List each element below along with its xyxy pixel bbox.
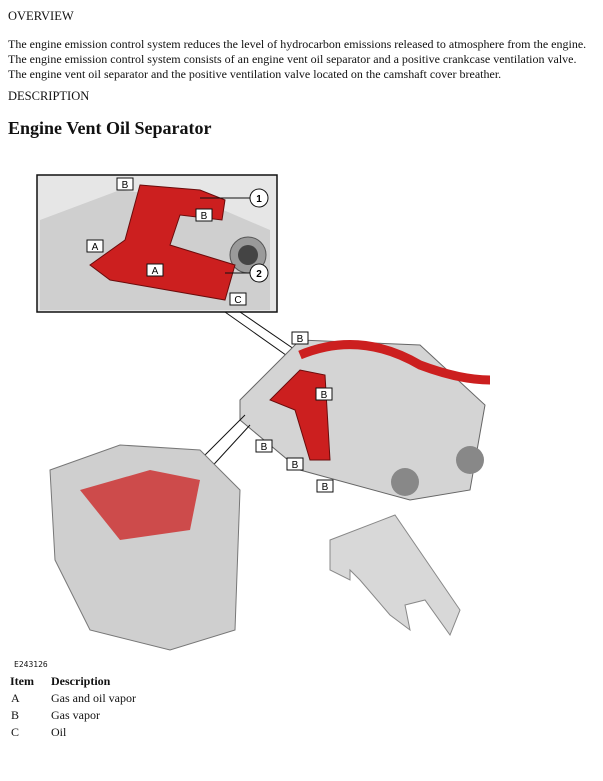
- main-label-b1: B: [291, 331, 309, 345]
- svg-text:1: 1: [256, 194, 262, 205]
- main-label-b5: B: [316, 479, 334, 493]
- legend-row: B Gas vapor: [11, 708, 100, 722]
- callout-1: 1: [249, 188, 269, 208]
- main-label-b3: B: [255, 439, 273, 453]
- callout-2: 2: [249, 263, 269, 283]
- camshaft-cover: [239, 339, 491, 501]
- description-heading: DESCRIPTION: [8, 89, 90, 103]
- main-label-b4: B: [286, 457, 304, 471]
- inset-label-b-top: B: [116, 177, 134, 191]
- svg-text:B: B: [122, 180, 129, 191]
- inset-label-a-left: A: [86, 239, 104, 253]
- legend-table: Item Description A Gas and oil vapor B G…: [10, 674, 136, 742]
- svg-text:A: A: [152, 266, 159, 277]
- header-item: Item: [10, 674, 34, 688]
- overview-text: The engine emission control system reduc…: [8, 37, 586, 82]
- svg-text:B: B: [297, 334, 304, 345]
- svg-text:B: B: [292, 460, 299, 471]
- svg-text:A: A: [92, 242, 99, 253]
- inset-label-c: C: [229, 292, 247, 306]
- svg-text:B: B: [201, 211, 208, 222]
- svg-text:2: 2: [256, 269, 262, 280]
- legend-header-row: Item Description: [10, 674, 136, 691]
- svg-text:B: B: [322, 482, 329, 493]
- inset-label-a-mid: A: [146, 263, 164, 277]
- page-title: Engine Vent Oil Separator: [8, 118, 212, 138]
- legend-row: A Gas and oil vapor: [11, 691, 136, 705]
- svg-text:B: B: [261, 442, 268, 453]
- legend-row: C Oil: [11, 725, 67, 739]
- header-description: Description: [51, 674, 111, 688]
- overview-line: The engine emission control system reduc…: [8, 37, 587, 51]
- overview-heading: OVERVIEW: [8, 9, 74, 23]
- inset-detail: B B A A C 1 2: [36, 174, 278, 313]
- figure-id: E243126: [14, 660, 48, 669]
- overview-line: The engine emission control system consi…: [8, 52, 577, 66]
- svg-text:C: C: [234, 295, 241, 306]
- svg-text:B: B: [321, 390, 328, 401]
- mounting-bracket: [329, 514, 461, 637]
- engine-vent-diagram: B B A A C 1 2 B B B B B: [36, 174, 491, 651]
- main-label-b2: B: [315, 387, 333, 401]
- inset-label-b-mid: B: [195, 208, 213, 222]
- engine-assembly: [49, 444, 241, 651]
- overview-line: The engine vent oil separator and the po…: [8, 67, 502, 81]
